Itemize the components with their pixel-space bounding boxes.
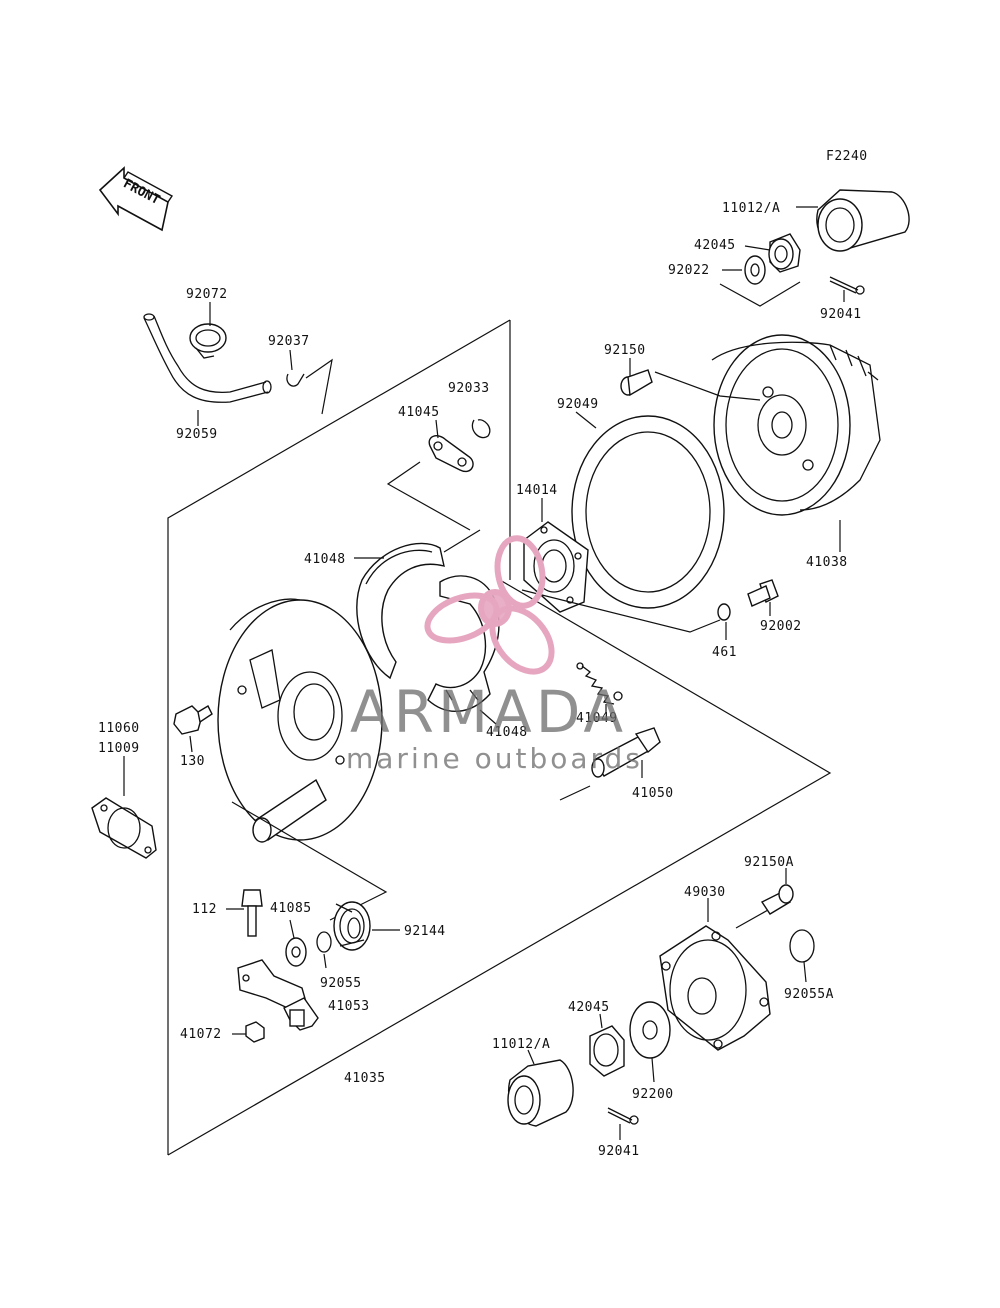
label-11009: 11009 <box>98 741 140 756</box>
label-14014: 14014 <box>516 483 558 498</box>
watermark-brand: ARMADA <box>350 678 627 746</box>
label-41035: 41035 <box>344 1071 386 1086</box>
watermark-tagline: marine outboards <box>346 742 643 775</box>
label-92037: 92037 <box>268 334 310 349</box>
label-92150A: 92150A <box>744 855 794 870</box>
nut-41072 <box>245 1021 265 1043</box>
gasket-11060 <box>91 797 157 859</box>
label-92002: 92002 <box>760 619 802 634</box>
label-92033: 92033 <box>448 381 490 396</box>
label-92072: 92072 <box>186 287 228 302</box>
label-92059: 92059 <box>176 427 218 442</box>
label-41072: 41072 <box>180 1027 222 1042</box>
brake-cam-41050 <box>591 727 661 778</box>
cotter-pin-92041-bottom <box>607 1107 639 1125</box>
washer-92022 <box>744 255 766 285</box>
brake-panel <box>217 598 383 843</box>
label-42045-top: 42045 <box>694 238 736 253</box>
breather-hose-92059 <box>143 313 272 403</box>
label-41045: 41045 <box>398 405 440 420</box>
label-92022: 92022 <box>668 263 710 278</box>
label-41053: 41053 <box>328 999 370 1014</box>
torsion-spring-92144 <box>333 901 371 951</box>
label-41085: 41085 <box>270 901 312 916</box>
bolt-92150 <box>620 369 653 397</box>
bolt-112 <box>241 889 263 937</box>
clamp-92072 <box>189 323 227 359</box>
front-arrow-icon: FRONT <box>98 166 174 232</box>
figure-code: F2240 <box>826 149 868 164</box>
label-92150: 92150 <box>604 343 646 358</box>
cotter-pin-92041-top <box>829 276 865 295</box>
washer-461 <box>717 603 731 621</box>
clip-92037 <box>286 373 305 387</box>
spring-41049 <box>576 662 623 705</box>
o-ring-92055A <box>789 929 815 963</box>
cap-11012A-top <box>816 189 910 252</box>
brake-lever-41053 <box>237 959 319 1031</box>
label-92041-bottom: 92041 <box>598 1144 640 1159</box>
washer-92200 <box>629 1001 671 1059</box>
label-41048-b: 41048 <box>486 725 528 740</box>
label-11012A-top: 11012/A <box>722 201 780 216</box>
label-92049: 92049 <box>557 397 599 412</box>
label-112: 112 <box>192 902 217 917</box>
label-92055: 92055 <box>320 976 362 991</box>
link-plate-41045 <box>428 435 474 473</box>
o-ring-92055 <box>316 931 332 953</box>
label-41048-a: 41048 <box>304 552 346 567</box>
hub-49030 <box>659 925 771 1051</box>
bolt-92150A <box>760 884 794 915</box>
label-92055A: 92055A <box>784 987 834 1002</box>
label-130: 130 <box>180 754 205 769</box>
label-92200: 92200 <box>632 1087 674 1102</box>
label-41038: 41038 <box>806 555 848 570</box>
castle-nut-42045-bottom <box>589 1025 625 1077</box>
cap-11012A-bottom <box>507 1059 574 1127</box>
label-11060: 11060 <box>98 721 140 736</box>
label-461: 461 <box>712 645 737 660</box>
label-41050: 41050 <box>632 786 674 801</box>
label-41049: 41049 <box>576 711 618 726</box>
label-42045-bottom: 42045 <box>568 1000 610 1015</box>
bolt-130 <box>173 705 213 735</box>
label-92041-top: 92041 <box>820 307 862 322</box>
label-92144: 92144 <box>404 924 446 939</box>
washer-41085 <box>285 937 307 967</box>
propeller-logo-icon <box>424 535 555 675</box>
label-49030: 49030 <box>684 885 726 900</box>
bolt-92002 <box>747 579 779 607</box>
circlip-92033 <box>471 419 491 439</box>
seal-ring-92049 <box>571 415 725 609</box>
watermark: ARMADA marine outboards <box>346 535 643 775</box>
castle-nut-42045-top <box>768 233 801 273</box>
label-11012A-bottom: 11012/A <box>492 1037 550 1052</box>
brake-drum-41038 <box>711 334 881 516</box>
